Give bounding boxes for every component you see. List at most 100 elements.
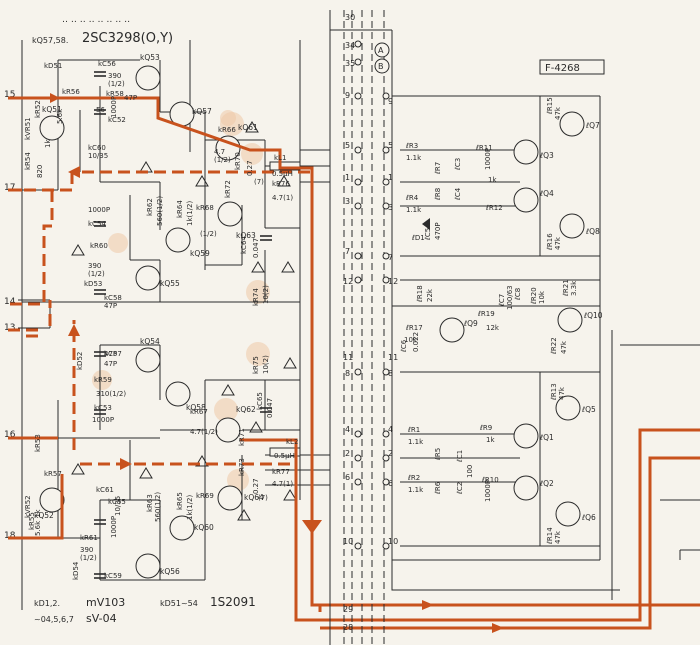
lower-label-12: 4.7(1/2) (190, 428, 218, 436)
transistor-kq53 (135, 65, 161, 91)
upper-transistors (39, 65, 243, 291)
prot-label-29: 100/63 (506, 285, 514, 310)
lower-transistor-label-1: kQ58 (186, 403, 206, 412)
prot-label-5: ℓC3 (454, 158, 462, 171)
pin-30: 30 (345, 13, 355, 22)
prot-label-31: 10k (538, 290, 546, 304)
upper-label-5: kR58 (106, 90, 124, 98)
transistor-lq3 (513, 139, 539, 165)
circled-markers: A B (374, 42, 390, 74)
footer-range: kD51~54 (160, 599, 198, 608)
lower-transistor-label-4: kQ60 (194, 523, 214, 532)
pin-4: 4 (345, 425, 350, 434)
pin-1r: 1 (388, 173, 393, 182)
upper-transistor-label-5: kQ59 (190, 249, 210, 258)
connector-bus (329, 10, 393, 645)
pin-11r: 11 (388, 353, 398, 362)
pin-8r: 8 (388, 369, 393, 378)
upper-label-19: 4.7 (214, 148, 225, 156)
upper-label-40: kD53 (84, 280, 102, 288)
footer-left-1: kD1,2. (34, 599, 60, 608)
upper-label-8: kC52 (108, 116, 126, 124)
terminal-18: 18 (4, 531, 16, 541)
prot-label-38: ℓR1 (407, 426, 420, 434)
prot-label-45: 1.1k (408, 486, 424, 494)
transistor-kq52 (39, 487, 65, 513)
lower-transistor-label-0: kQ54 (140, 337, 160, 346)
lower-label-15: 0.5μH (274, 452, 295, 460)
upper-label-20: (1/2) (214, 156, 231, 164)
transistor-lq4 (513, 187, 539, 213)
lower-label-18: kR73 (238, 458, 246, 476)
pin-3r: 3 (388, 203, 393, 212)
prot-label-7: 1000P (484, 148, 492, 170)
lower-transistors (39, 347, 243, 579)
transistor-kq58 (165, 381, 191, 407)
upper-label-34: (1/2) (200, 230, 217, 238)
transistor-lq5 (555, 395, 581, 421)
prot-label-41: ℓC1 (456, 450, 464, 463)
lower-label-26: kR53 (34, 434, 42, 452)
upper-label-21: kR70 (234, 152, 242, 170)
prot-transistor-label-8: ℓQ2 (539, 479, 554, 488)
upper-label-44: 0.047 (252, 238, 260, 258)
header-transistor-types: 2SC3298(O,Y) (82, 31, 173, 46)
lower-label-7: kR75 (252, 356, 260, 374)
upper-label-7: 47P (124, 94, 137, 102)
prot-label-43: 1k (486, 436, 495, 444)
prot-label-12: ℓC4 (454, 187, 462, 201)
upper-transistor-label-4: kQ63 (236, 231, 256, 240)
lower-label-34: kC55 (108, 498, 126, 506)
transistor-kq62 (215, 417, 241, 443)
footer-ic: 1S2091 (210, 595, 256, 609)
lower-label-37: 390 (80, 546, 93, 554)
upper-label-31: 1k(1/2) (186, 200, 194, 226)
prot-label-3: 1.1k (406, 154, 422, 162)
prot-label-6: ℓR11 (475, 144, 493, 152)
upper-label-0: kD51 (44, 62, 62, 70)
lower-transistor-label-5: kQ56 (160, 567, 180, 576)
pin-12: 12 (343, 277, 353, 286)
prot-label-30: ℓR20 (530, 287, 538, 305)
prot-label-20: 22k (426, 288, 434, 302)
terminal-13: 13 (4, 323, 15, 333)
prot-label-46: ℓR6 (434, 481, 442, 495)
prot-label-49: 1000P (484, 480, 492, 502)
transistor-lq10 (557, 307, 583, 333)
transistor-kq56 (135, 553, 161, 579)
transistor-kq64 (217, 485, 243, 511)
prot-label-9: ℓR4 (405, 194, 419, 202)
prot-label-14: ℓR16 (546, 233, 554, 251)
capacitor-marks (94, 71, 272, 579)
lower-label-19: 0.27 (252, 478, 260, 494)
prot-transistor-label-3: ℓQ8 (585, 227, 600, 236)
upper-transistor-label-3: kQ61 (238, 123, 258, 132)
inductor-kl2 (269, 447, 301, 457)
prot-label-25: ℓR19 (477, 310, 495, 318)
prot-label-36: ℓR13 (550, 383, 558, 401)
upper-label-23: (7) (254, 178, 264, 186)
upper-label-39: (1/2) (88, 270, 105, 278)
upper-transistor-label-6: kQ55 (160, 279, 180, 288)
pin-4r: 4 (388, 425, 393, 434)
upper-transistor-label-1: kQ51 (42, 105, 62, 114)
pin-35: 35 (345, 59, 355, 68)
lower-transistor-label-6: kQ52 (34, 511, 54, 520)
prot-transistor-label-9: ℓQ6 (581, 513, 596, 522)
upper-label-15: 10/35 (88, 152, 108, 160)
upper-label-3: (1/2) (108, 80, 125, 88)
prot-transistor-label-4: ℓQ9 (463, 319, 478, 328)
transistor-lq9 (439, 317, 465, 343)
prot-label-19: ℓR18 (416, 285, 424, 303)
transistor-lq6 (555, 501, 581, 527)
upper-label-33: kR68 (196, 204, 214, 212)
prot-label-52: 100 (466, 465, 474, 478)
lower-label-1: kD52 (76, 352, 84, 370)
prot-label-28: ℓC8 (514, 288, 522, 301)
protection-transistors (439, 111, 585, 527)
pin-11: 11 (343, 353, 353, 362)
prot-label-11: ℓR8 (434, 188, 442, 201)
pin-2: 2 (345, 449, 350, 458)
